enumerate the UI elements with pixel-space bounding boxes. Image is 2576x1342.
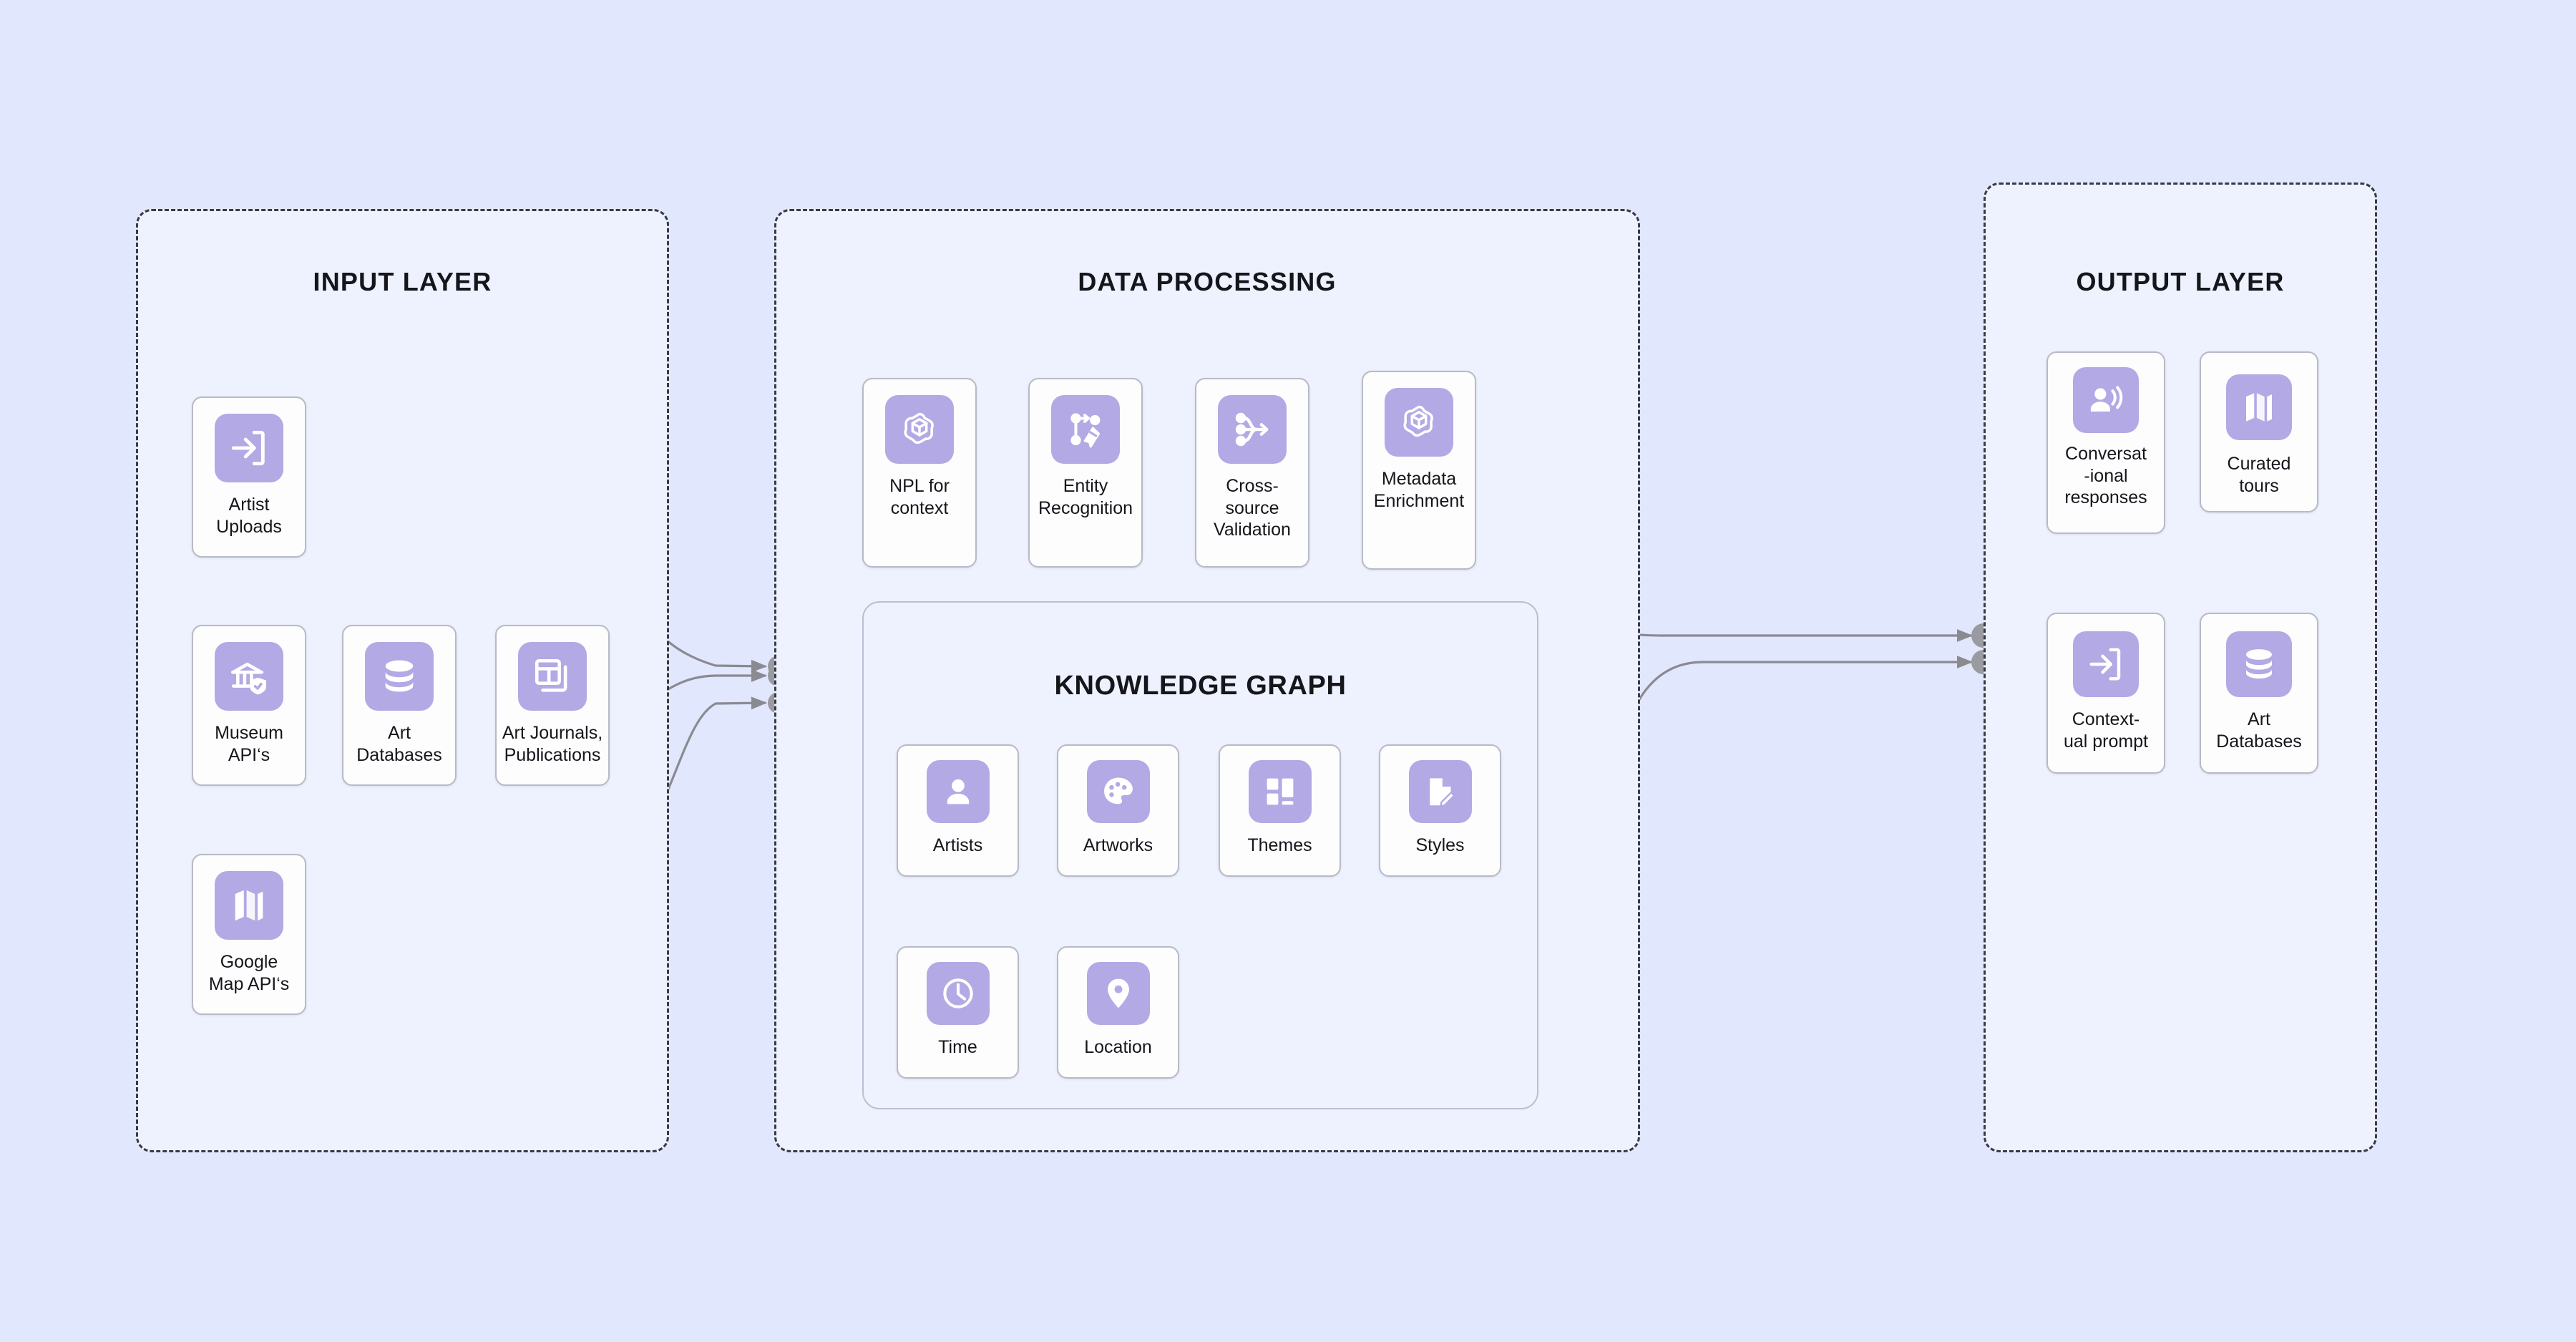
database-icon xyxy=(2226,631,2292,697)
node-label: Art Journals, Publications xyxy=(502,723,603,765)
document-edit-icon xyxy=(1408,760,1472,823)
node-label: Museum API‘s xyxy=(215,723,283,765)
node-label: Styles xyxy=(1415,835,1465,855)
merge-arrow-icon xyxy=(1218,395,1287,464)
node-art-journals-publications[interactable]: Art Journals, Publications xyxy=(495,625,610,786)
node-artists[interactable]: Artists xyxy=(897,744,1019,877)
map-icon xyxy=(2226,374,2292,440)
node-label: Art Databases xyxy=(356,723,442,765)
knowledge-graph-title: KNOWLEDGE GRAPH xyxy=(1054,671,1347,701)
node-label: Metadata Enrichment xyxy=(1373,469,1465,511)
node-art-databases-output[interactable]: Art Databases xyxy=(2200,613,2318,774)
node-label: Google Map API‘s xyxy=(208,952,290,994)
map-pin-icon xyxy=(1086,962,1150,1025)
node-museum-apis[interactable]: Museum API‘s xyxy=(192,625,306,786)
node-label: Themes xyxy=(1247,835,1312,855)
articles-icon xyxy=(518,642,587,711)
node-label: Context- ual prompt xyxy=(2063,709,2149,752)
node-label: Cross- source Validation xyxy=(1214,476,1291,540)
input-layer-title: INPUT LAYER xyxy=(313,267,492,296)
data-processing-layer-title: DATA PROCESSING xyxy=(1078,267,1337,296)
node-label: Art Databases xyxy=(2216,709,2302,752)
palette-icon xyxy=(1086,760,1150,823)
node-styles[interactable]: Styles xyxy=(1379,744,1501,877)
database-icon xyxy=(365,642,434,711)
node-themes[interactable]: Themes xyxy=(1219,744,1341,877)
node-npl-for-context[interactable]: NPL for context xyxy=(862,378,977,568)
node-curated-tours[interactable]: Curated tours xyxy=(2200,351,2318,512)
node-time[interactable]: Time xyxy=(897,946,1019,1079)
node-cross-source-validation[interactable]: Cross- source Validation xyxy=(1195,378,1309,568)
node-label: Artist Uploads xyxy=(216,495,282,537)
node-artworks[interactable]: Artworks xyxy=(1057,744,1179,877)
clock-icon xyxy=(926,962,990,1025)
openai-knot-icon xyxy=(885,395,954,464)
node-conversational-responses[interactable]: Conversat -ional responses xyxy=(2046,351,2165,534)
node-label: Artworks xyxy=(1083,835,1153,855)
node-label: Entity Recognition xyxy=(1038,476,1133,518)
map-icon xyxy=(215,871,283,940)
museum-shield-icon xyxy=(215,642,283,711)
node-metadata-enrichment[interactable]: Metadata Enrichment xyxy=(1362,371,1476,570)
node-art-databases[interactable]: Art Databases xyxy=(342,625,457,786)
node-label: Curated tours xyxy=(2227,454,2291,496)
node-label: Location xyxy=(1084,1037,1152,1057)
node-label: NPL for context xyxy=(889,476,950,518)
node-label: Conversat -ional responses xyxy=(2064,444,2147,507)
node-contextual-prompt[interactable]: Context- ual prompt xyxy=(2046,613,2165,774)
node-label: Artists xyxy=(932,835,983,855)
node-entity-recognition[interactable]: Entity Recognition xyxy=(1028,378,1143,568)
entity-branch-icon xyxy=(1051,395,1120,464)
person-icon xyxy=(926,760,990,823)
grid-layout-icon xyxy=(1248,760,1312,823)
person-speaking-icon xyxy=(2073,367,2139,433)
node-label: Time xyxy=(938,1037,977,1057)
login-arrow-icon xyxy=(215,414,283,482)
node-location[interactable]: Location xyxy=(1057,946,1179,1079)
node-artist-uploads[interactable]: Artist Uploads xyxy=(192,397,306,558)
output-layer-title: OUTPUT LAYER xyxy=(2076,267,2285,296)
login-arrow-icon xyxy=(2073,631,2139,697)
node-google-map-apis[interactable]: Google Map API‘s xyxy=(192,854,306,1015)
openai-knot-icon xyxy=(1385,388,1453,457)
